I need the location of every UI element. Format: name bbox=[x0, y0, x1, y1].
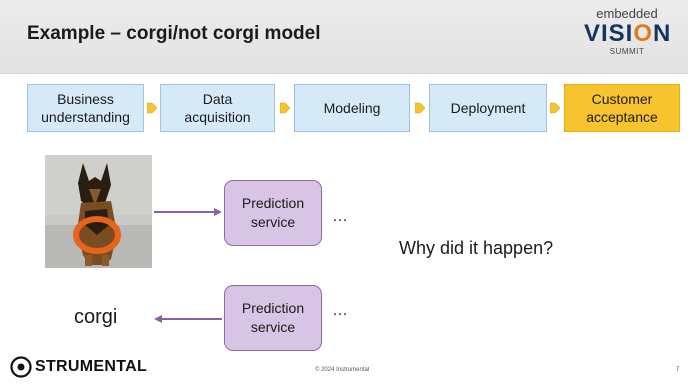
process-step-deployment: Deployment bbox=[429, 84, 547, 132]
prediction-service-box-top: Prediction service bbox=[224, 180, 322, 246]
logo-line-summit: SUMMIT bbox=[609, 47, 645, 56]
ellipsis-bottom: … bbox=[332, 302, 348, 319]
logo-line-embedded: embedded bbox=[596, 6, 658, 21]
prediction-service-box-bottom: Prediction service bbox=[224, 285, 322, 351]
logo-vision-part1: VISI bbox=[584, 20, 634, 47]
footer-brand: STRUMENTAL bbox=[35, 358, 148, 375]
title-bar: Example – corgi/not corgi model embedded… bbox=[0, 0, 688, 74]
instrumental-logo-icon bbox=[10, 356, 32, 378]
process-step-modeling: Modeling bbox=[294, 84, 410, 132]
process-step-data-acquisition: Data acquisition bbox=[160, 84, 275, 132]
logo-vision-part2: N bbox=[653, 20, 672, 47]
logo-vision-accent: O bbox=[633, 20, 654, 47]
output-label: corgi bbox=[74, 306, 118, 328]
chevron-right-icon bbox=[147, 102, 157, 114]
process-step-customer-acceptance: Customer acceptance bbox=[564, 84, 680, 132]
dog-photo bbox=[45, 155, 152, 268]
arrowhead-right-icon bbox=[214, 208, 222, 216]
footer-copyright: © 2024 Instrumental bbox=[315, 367, 370, 373]
instrumental-logo: STRUMENTAL bbox=[10, 356, 147, 378]
question-text: Why did it happen? bbox=[399, 238, 554, 258]
embedded-vision-summit-logo: embedded VISION SUMMIT bbox=[584, 7, 670, 67]
logo-line-vision: VISION bbox=[584, 21, 670, 47]
ellipsis-top: … bbox=[332, 208, 348, 225]
slide-title: Example – corgi/not corgi model bbox=[27, 23, 321, 44]
page-number: 7 bbox=[676, 367, 680, 373]
process-step-business-understanding: Business understanding bbox=[27, 84, 144, 132]
chevron-right-icon bbox=[280, 102, 290, 114]
arrowhead-left-icon bbox=[154, 315, 162, 323]
chevron-right-icon bbox=[550, 102, 560, 114]
chevron-right-icon bbox=[415, 102, 425, 114]
